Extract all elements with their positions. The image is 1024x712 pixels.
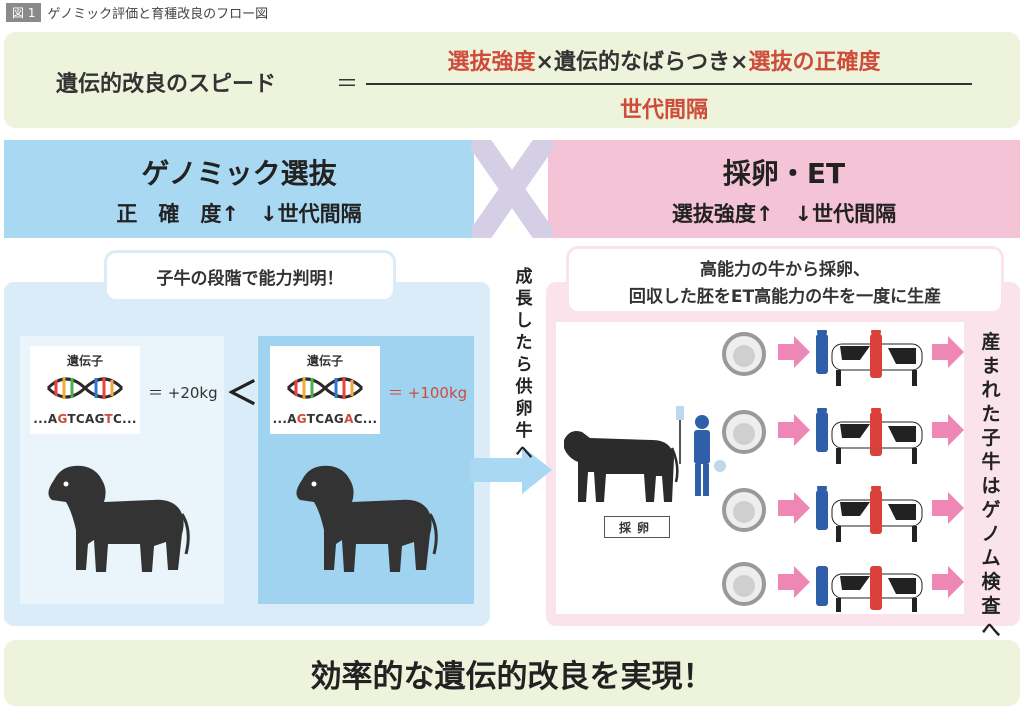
dna-icon xyxy=(286,377,364,399)
gene-sequence: ...AGTCAGAC... xyxy=(270,412,380,426)
band-title: ゲノミック選抜 xyxy=(141,157,337,190)
calf-stage-callout: 子牛の段階で能力判明！ xyxy=(104,250,396,302)
seq-marker: A xyxy=(344,412,354,426)
formula-lhs: 遺伝的改良のスピード xyxy=(56,72,277,97)
transfer-row-graphic xyxy=(722,327,964,386)
figure-caption: ゲノミック評価と育種改良のフロー図 xyxy=(47,7,269,22)
gene-card: 遺伝子 ...AGTCAGAC... xyxy=(270,346,380,434)
band-subtitle: 選抜強度↑ ↓世代間隔 xyxy=(671,202,897,226)
gene-sequence: ...AGTCAGTC... xyxy=(30,412,140,426)
calf-icon xyxy=(48,465,190,572)
gene-card: 遺伝子 ...AGTCAGTC... xyxy=(30,346,140,434)
seq-part: ...A xyxy=(272,412,297,426)
seq-part: TCAG xyxy=(306,412,345,426)
seq-part: ...A xyxy=(33,412,58,426)
gene-title: 遺伝子 xyxy=(66,354,103,368)
transfer-row xyxy=(720,405,970,472)
term-selection-intensity: 選抜強度 xyxy=(447,50,536,75)
term-selection-accuracy: 選抜の正確度 xyxy=(748,50,881,75)
transfer-row-graphic xyxy=(722,562,964,612)
transfer-row xyxy=(720,327,970,394)
transfer-row-graphic xyxy=(722,483,964,542)
technician-icon xyxy=(676,406,726,496)
formula-equals: ＝ xyxy=(336,72,359,97)
transfer-row xyxy=(720,483,970,550)
calves-genome-test-text: 産まれた子牛はゲノム検査へ xyxy=(981,331,1001,641)
seq-marker: G xyxy=(296,412,307,426)
breeding-value-low: ＝ +20kg xyxy=(148,384,218,402)
band-subtitle: 正 確 度↑ ↓世代間隔 xyxy=(116,202,362,226)
figure-tag: 図 1 xyxy=(6,3,42,22)
embryo-transfer-callout: 高能力の牛から採卵、 回収した胚をET高能力の牛を一度に生産 xyxy=(566,246,1004,314)
dna-icon xyxy=(46,377,124,399)
times-sign: × xyxy=(535,50,554,75)
seq-marker: T xyxy=(104,412,114,426)
fraction-line xyxy=(366,83,972,85)
cross-icon xyxy=(471,140,553,238)
growth-to-donor-text: 成長したら供卵牛へ xyxy=(515,267,533,463)
less-than-sign: ＜ xyxy=(226,374,259,412)
egg-collection-label: 採卵 xyxy=(604,516,670,538)
transfer-row-graphic xyxy=(722,405,964,464)
growth-arrow-icon xyxy=(470,446,552,494)
genomic-selection-band: ゲノミック選抜 正 確 度↑ ↓世代間隔 xyxy=(4,140,474,238)
band-title: 採卵・ET xyxy=(722,157,846,190)
term-genetic-variance: 遺伝的なばらつき xyxy=(553,50,730,75)
breeding-value-high: ＝ +100kg xyxy=(388,384,468,402)
calf-icon xyxy=(296,465,438,572)
conclusion-banner: 効率的な遺伝的改良を実現！ xyxy=(4,640,1020,706)
seq-part: C... xyxy=(113,412,137,426)
transfer-row xyxy=(720,562,970,618)
callout-line: 回収した胚をET高能力の牛を一度に生産 xyxy=(628,287,942,307)
figure-label: 図 1 ゲノミック評価と育種改良のフロー図 xyxy=(6,3,268,22)
gene-title: 遺伝子 xyxy=(306,354,343,368)
seq-part: C... xyxy=(353,412,378,426)
formula-box: 遺伝的改良のスピード ＝ 選抜強度×遺伝的なばらつき×選抜の正確度 世代間隔 xyxy=(4,32,1020,128)
formula-numerator: 選抜強度×遺伝的なばらつき×選抜の正確度 xyxy=(364,44,964,76)
donor-cow-icon xyxy=(564,431,679,502)
egg-collection-et-band: 採卵・ET 選抜強度↑ ↓世代間隔 xyxy=(548,140,1020,238)
times-sign: × xyxy=(730,50,749,75)
callout-line: 高能力の牛から採卵、 xyxy=(700,260,870,280)
seq-part: TCAG xyxy=(67,412,105,426)
formula-denominator: 世代間隔 xyxy=(619,98,708,123)
seq-marker: G xyxy=(57,412,68,426)
